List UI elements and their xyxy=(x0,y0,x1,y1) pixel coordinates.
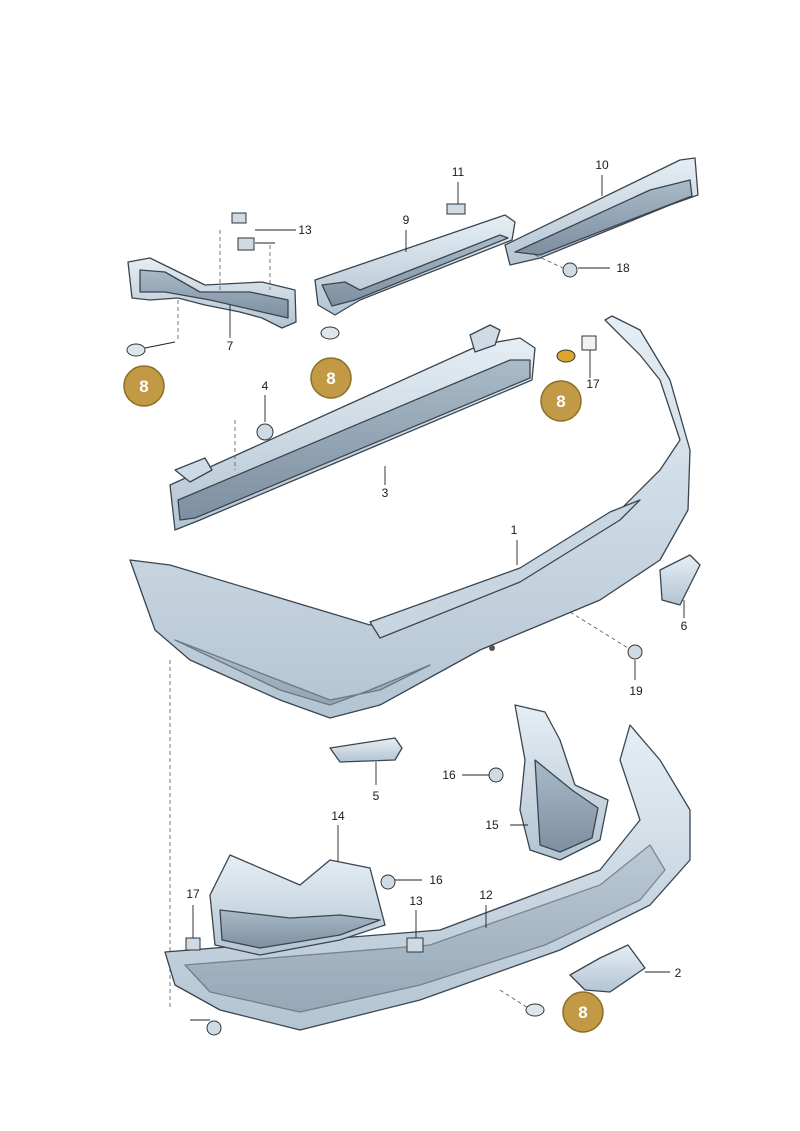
highlight-screw-8-bottom xyxy=(499,989,545,1017)
label-part-17-upper: 17 xyxy=(586,377,600,391)
badge-8-bottom-text: 8 xyxy=(578,1003,587,1022)
highlight-screw-8-middle xyxy=(320,326,340,340)
trim-cap-2 xyxy=(569,944,670,993)
label-part-19: 19 xyxy=(629,684,643,698)
screw-18 xyxy=(534,254,610,278)
label-part-15: 15 xyxy=(485,818,499,832)
clip-13-upper xyxy=(231,212,296,251)
screw-lower-left xyxy=(190,1019,222,1036)
wheelhouse-liner-15 xyxy=(510,704,609,861)
badge-8-bottom[interactable]: 8 xyxy=(562,991,604,1033)
label-part-17-lower: 17 xyxy=(186,887,200,901)
badge-8-middle[interactable]: 8 xyxy=(310,357,352,399)
label-part-10: 10 xyxy=(595,158,609,172)
clip-17-lower xyxy=(185,905,201,951)
label-part-4: 4 xyxy=(262,379,269,393)
label-part-12: 12 xyxy=(479,888,493,902)
side-marker-6 xyxy=(659,554,701,606)
nut-16-right xyxy=(462,767,504,783)
label-part-13-lower: 13 xyxy=(409,894,423,908)
label-part-14: 14 xyxy=(331,809,345,823)
label-part-6: 6 xyxy=(681,619,688,633)
label-part-18: 18 xyxy=(616,261,630,275)
badge-8-left-text: 8 xyxy=(139,377,148,396)
label-part-13-upper: 13 xyxy=(298,223,312,237)
clip-17-upper xyxy=(581,335,597,378)
badge-8-right[interactable]: 8 xyxy=(540,380,582,422)
label-part-16-left: 16 xyxy=(429,873,443,887)
highlight-screw-8-right xyxy=(556,349,576,363)
label-part-1: 1 xyxy=(511,523,518,537)
label-part-16-right: 16 xyxy=(442,768,456,782)
clip-11 xyxy=(446,182,466,215)
clip-13-lower xyxy=(406,910,424,953)
bumper-reinforcement-bar xyxy=(169,324,536,531)
label-part-7: 7 xyxy=(227,339,234,353)
wheelhouse-liner-14 xyxy=(209,825,386,956)
badge-8-right-text: 8 xyxy=(556,392,565,411)
lower-spoiler xyxy=(164,724,691,1031)
nut-16-left xyxy=(380,874,422,890)
label-part-3: 3 xyxy=(382,486,389,500)
badge-8-middle-text: 8 xyxy=(326,369,335,388)
bumper-guide-left xyxy=(314,214,516,316)
reflector-5 xyxy=(329,737,403,785)
label-part-5: 5 xyxy=(373,789,380,803)
label-part-11: 11 xyxy=(452,165,465,179)
nut-4 xyxy=(234,395,274,470)
label-part-9: 9 xyxy=(403,213,410,227)
screw-19 xyxy=(569,611,643,680)
left-bumper-bracket xyxy=(127,230,297,340)
badge-8-left[interactable]: 8 xyxy=(123,365,165,407)
highlight-screw-8-left xyxy=(126,341,176,357)
bumper-cover xyxy=(129,315,691,1010)
bumper-guide-right xyxy=(504,157,699,266)
label-part-2: 2 xyxy=(675,966,682,980)
